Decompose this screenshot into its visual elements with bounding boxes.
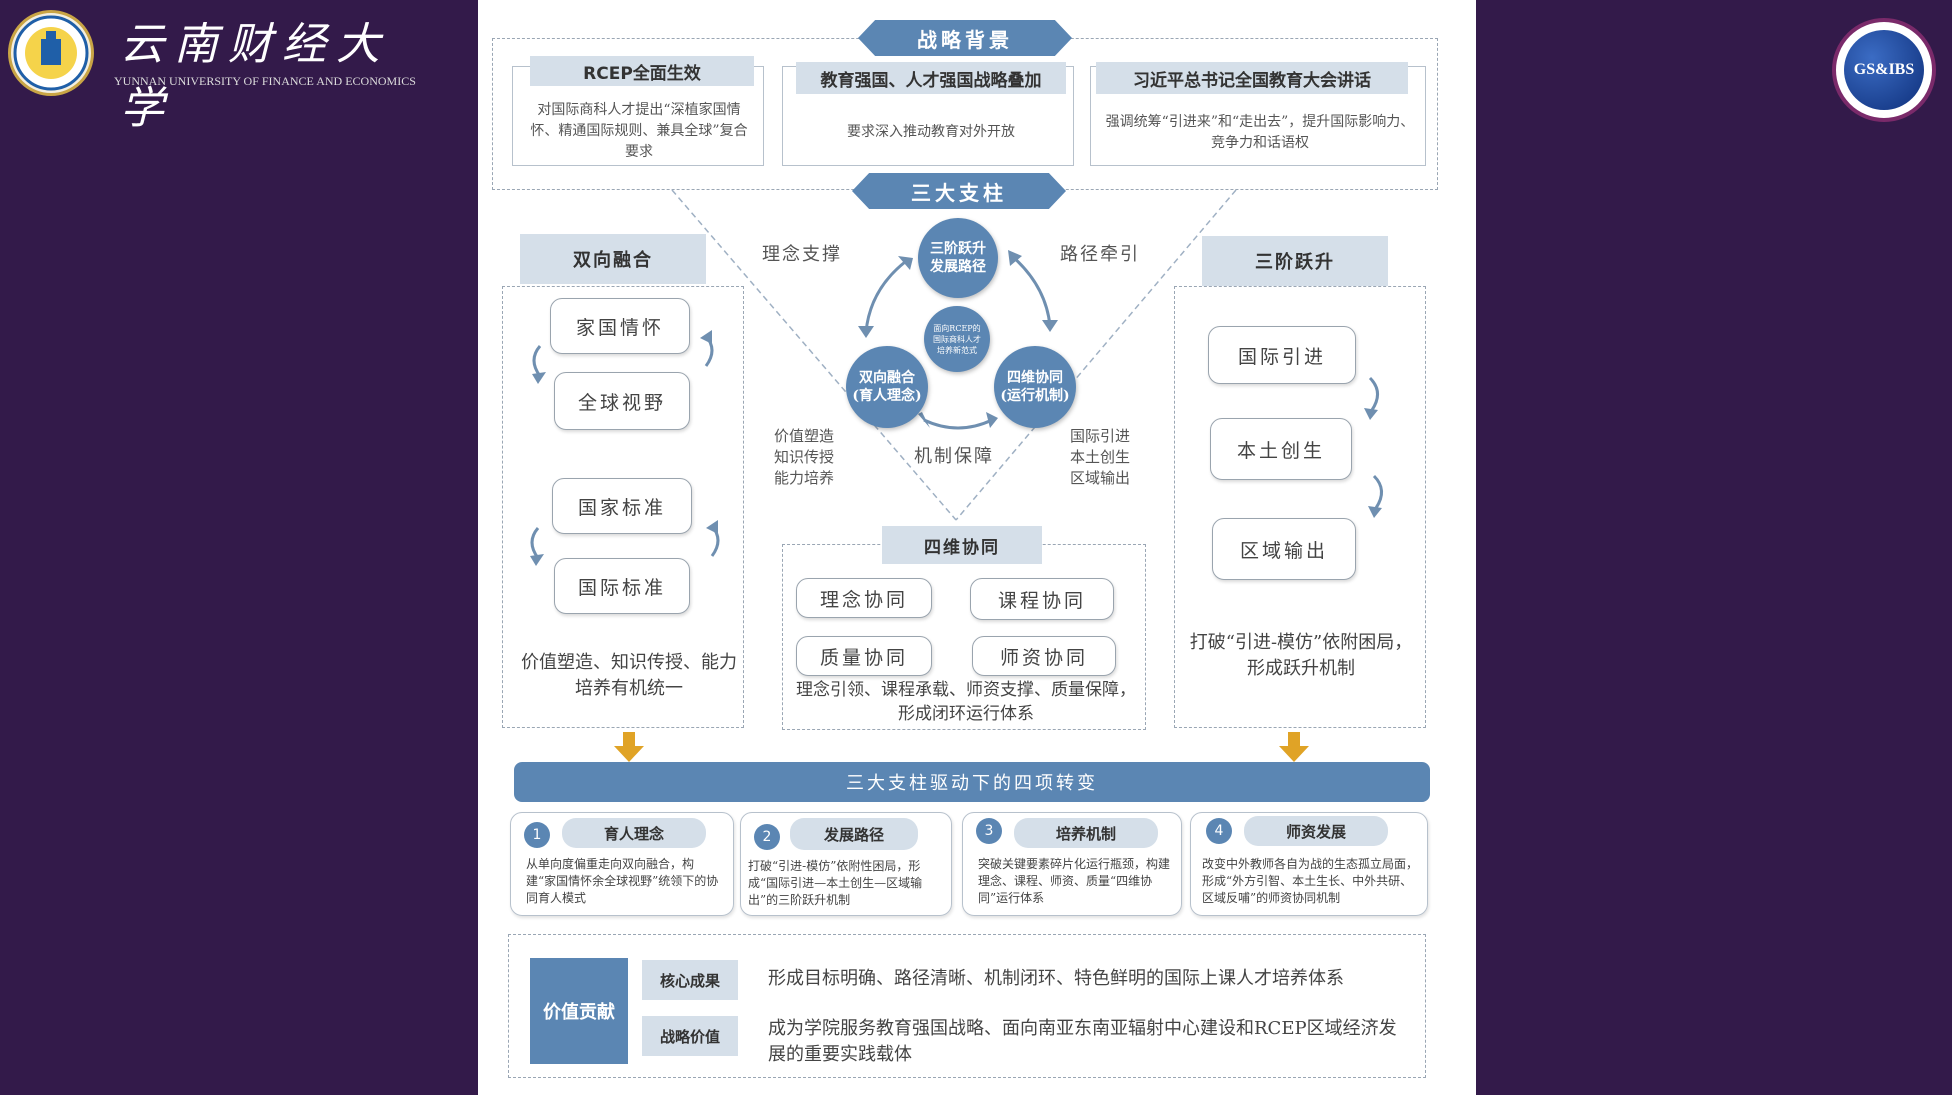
transform-card-3-desc: 突破关键要素碎片化运行瓶颈，构建理念、课程、师资、质量“四维协同”运行体系 (978, 857, 1171, 905)
transform-card-3 (962, 812, 1182, 916)
pillar-circle-top: 三阶跃升 发展路径 (918, 218, 998, 298)
pillar-label-bottom: 机制保障 (914, 446, 994, 467)
left-item-intl-std: 国际标准 (554, 558, 690, 614)
background-card-3-title: 习近平总书记全国教育大会讲话 (1096, 62, 1408, 94)
mid-item-quality: 质量协同 (796, 636, 932, 676)
value-core-text: 形成目标明确、路径清晰、机制闭环、特色鲜明的国际上课人才培养体系 (768, 968, 1344, 989)
pillar-left-note: 价值塑造 知识传授 能力培养 (774, 427, 835, 487)
right-item-local: 本土创生 (1210, 418, 1352, 480)
school-logo: GS&IBS (1832, 18, 1936, 122)
transform-card-1-title: 育人理念 (562, 818, 706, 848)
left-item-family: 家国情怀 (550, 298, 690, 354)
transform-card-2-desc: 打破“引进-模仿”依附性困局，形成“国际引进—本土创生—区域输出”的三阶跃升机制 (748, 859, 923, 907)
right-item-regional: 区域输出 (1212, 518, 1356, 580)
transform-title: 三大支柱驱动下的四项转变 (514, 762, 1430, 802)
pillar-label-right: 路径牵引 (1060, 244, 1140, 265)
value-core-tag: 核心成果 (642, 960, 738, 1000)
transform-card-1-desc: 从单向度偏重走向双向融合，构建“家国情怀余全球视野”统领下的协同育人模式 (526, 857, 719, 905)
left-col-title: 双向融合 (520, 234, 706, 284)
value-strategy-tag: 战略价值 (642, 1016, 738, 1056)
left-col-summary: 价值塑造、知识传授、能力培养有机统一 (521, 652, 737, 699)
background-card-1-title: RCEP全面生效 (530, 56, 754, 86)
mid-col-summary: 理念引领、课程承载、师资支撑、质量保障，形成闭环运行体系 (796, 680, 1136, 724)
right-col-title: 三阶跃升 (1202, 236, 1388, 286)
value-section (508, 934, 1426, 1078)
background-card-2-title: 教育强国、人才强国战略叠加 (796, 62, 1066, 94)
transform-card-4-title: 师资发展 (1244, 816, 1388, 846)
transform-card-2-num: 2 (754, 824, 780, 850)
right-item-intro: 国际引进 (1208, 326, 1356, 384)
right-col-box (1174, 286, 1426, 728)
mid-col-title-text: 四维协同 (882, 526, 1042, 564)
university-name-cn: 云南财经大学 (120, 19, 390, 134)
transform-card-1-num: 1 (524, 822, 550, 848)
background-card-1-desc: 对国际商科人才提出“深植家国情怀、精通国际规则、兼具全球”复合要求 (530, 102, 748, 160)
pillar-circle-center: 面向RCEP的国际商科人才培养新范式 (924, 306, 990, 372)
pillar-connectors (530, 189, 1383, 762)
university-name-en: YUNNAN UNIVERSITY OF FINANCE AND ECONOMI… (114, 74, 416, 88)
transform-card-2-title: 发展路径 (790, 818, 918, 850)
background-title: 战略背景 (858, 20, 1072, 56)
right-col-summary: 打破“引进-模仿”依附困局，形成跃升机制 (1189, 632, 1413, 679)
left-col-box (502, 286, 744, 728)
background-card-2-desc: 要求深入推动教育对外开放 (847, 124, 1015, 140)
left-item-national-std: 国家标准 (552, 478, 692, 534)
university-logo (8, 10, 94, 96)
mid-item-idea: 理念协同 (796, 578, 932, 618)
transform-card-3-title: 培养机制 (1014, 818, 1158, 848)
value-label: 价值贡献 (530, 958, 628, 1064)
pillar-label-left: 理念支撑 (762, 244, 842, 265)
pillars-title: 三大支柱 (852, 173, 1066, 209)
left-item-global: 全球视野 (554, 372, 690, 430)
transform-card-2 (740, 812, 952, 916)
transform-card-4-num: 4 (1206, 818, 1232, 844)
transform-card-4-desc: 改变中外教师各自为战的生态孤立局面，形成“外方引智、本土生长、中外共研、区域反哺… (1202, 857, 1419, 905)
transform-card-4 (1190, 812, 1428, 916)
transform-card-3-num: 3 (976, 818, 1002, 844)
mid-item-faculty: 师资协同 (972, 636, 1116, 676)
mid-item-course: 课程协同 (970, 578, 1114, 620)
globe-icon: GS&IBS (1844, 30, 1924, 110)
school-logo-text: GS&IBS (1853, 61, 1915, 78)
university-emblem-icon (13, 15, 89, 91)
pillar-circle-right: 四维协同 (运行机制) (994, 346, 1076, 428)
value-strategy-text: 成为学院服务教育强国战略、面向南亚东南亚辐射中心建设和RCEP区域经济发展的重要… (768, 1018, 1397, 1065)
background-card-3-desc: 强调统筹“引进来”和“走出去”，提升国际影响力、竞争力和话语权 (1105, 114, 1415, 151)
pillar-circle-left: 双向融合 (育人理念) (846, 346, 928, 428)
pillar-right-note: 国际引进 本土创生 区域输出 (1070, 427, 1131, 487)
transform-card-1 (510, 812, 734, 916)
